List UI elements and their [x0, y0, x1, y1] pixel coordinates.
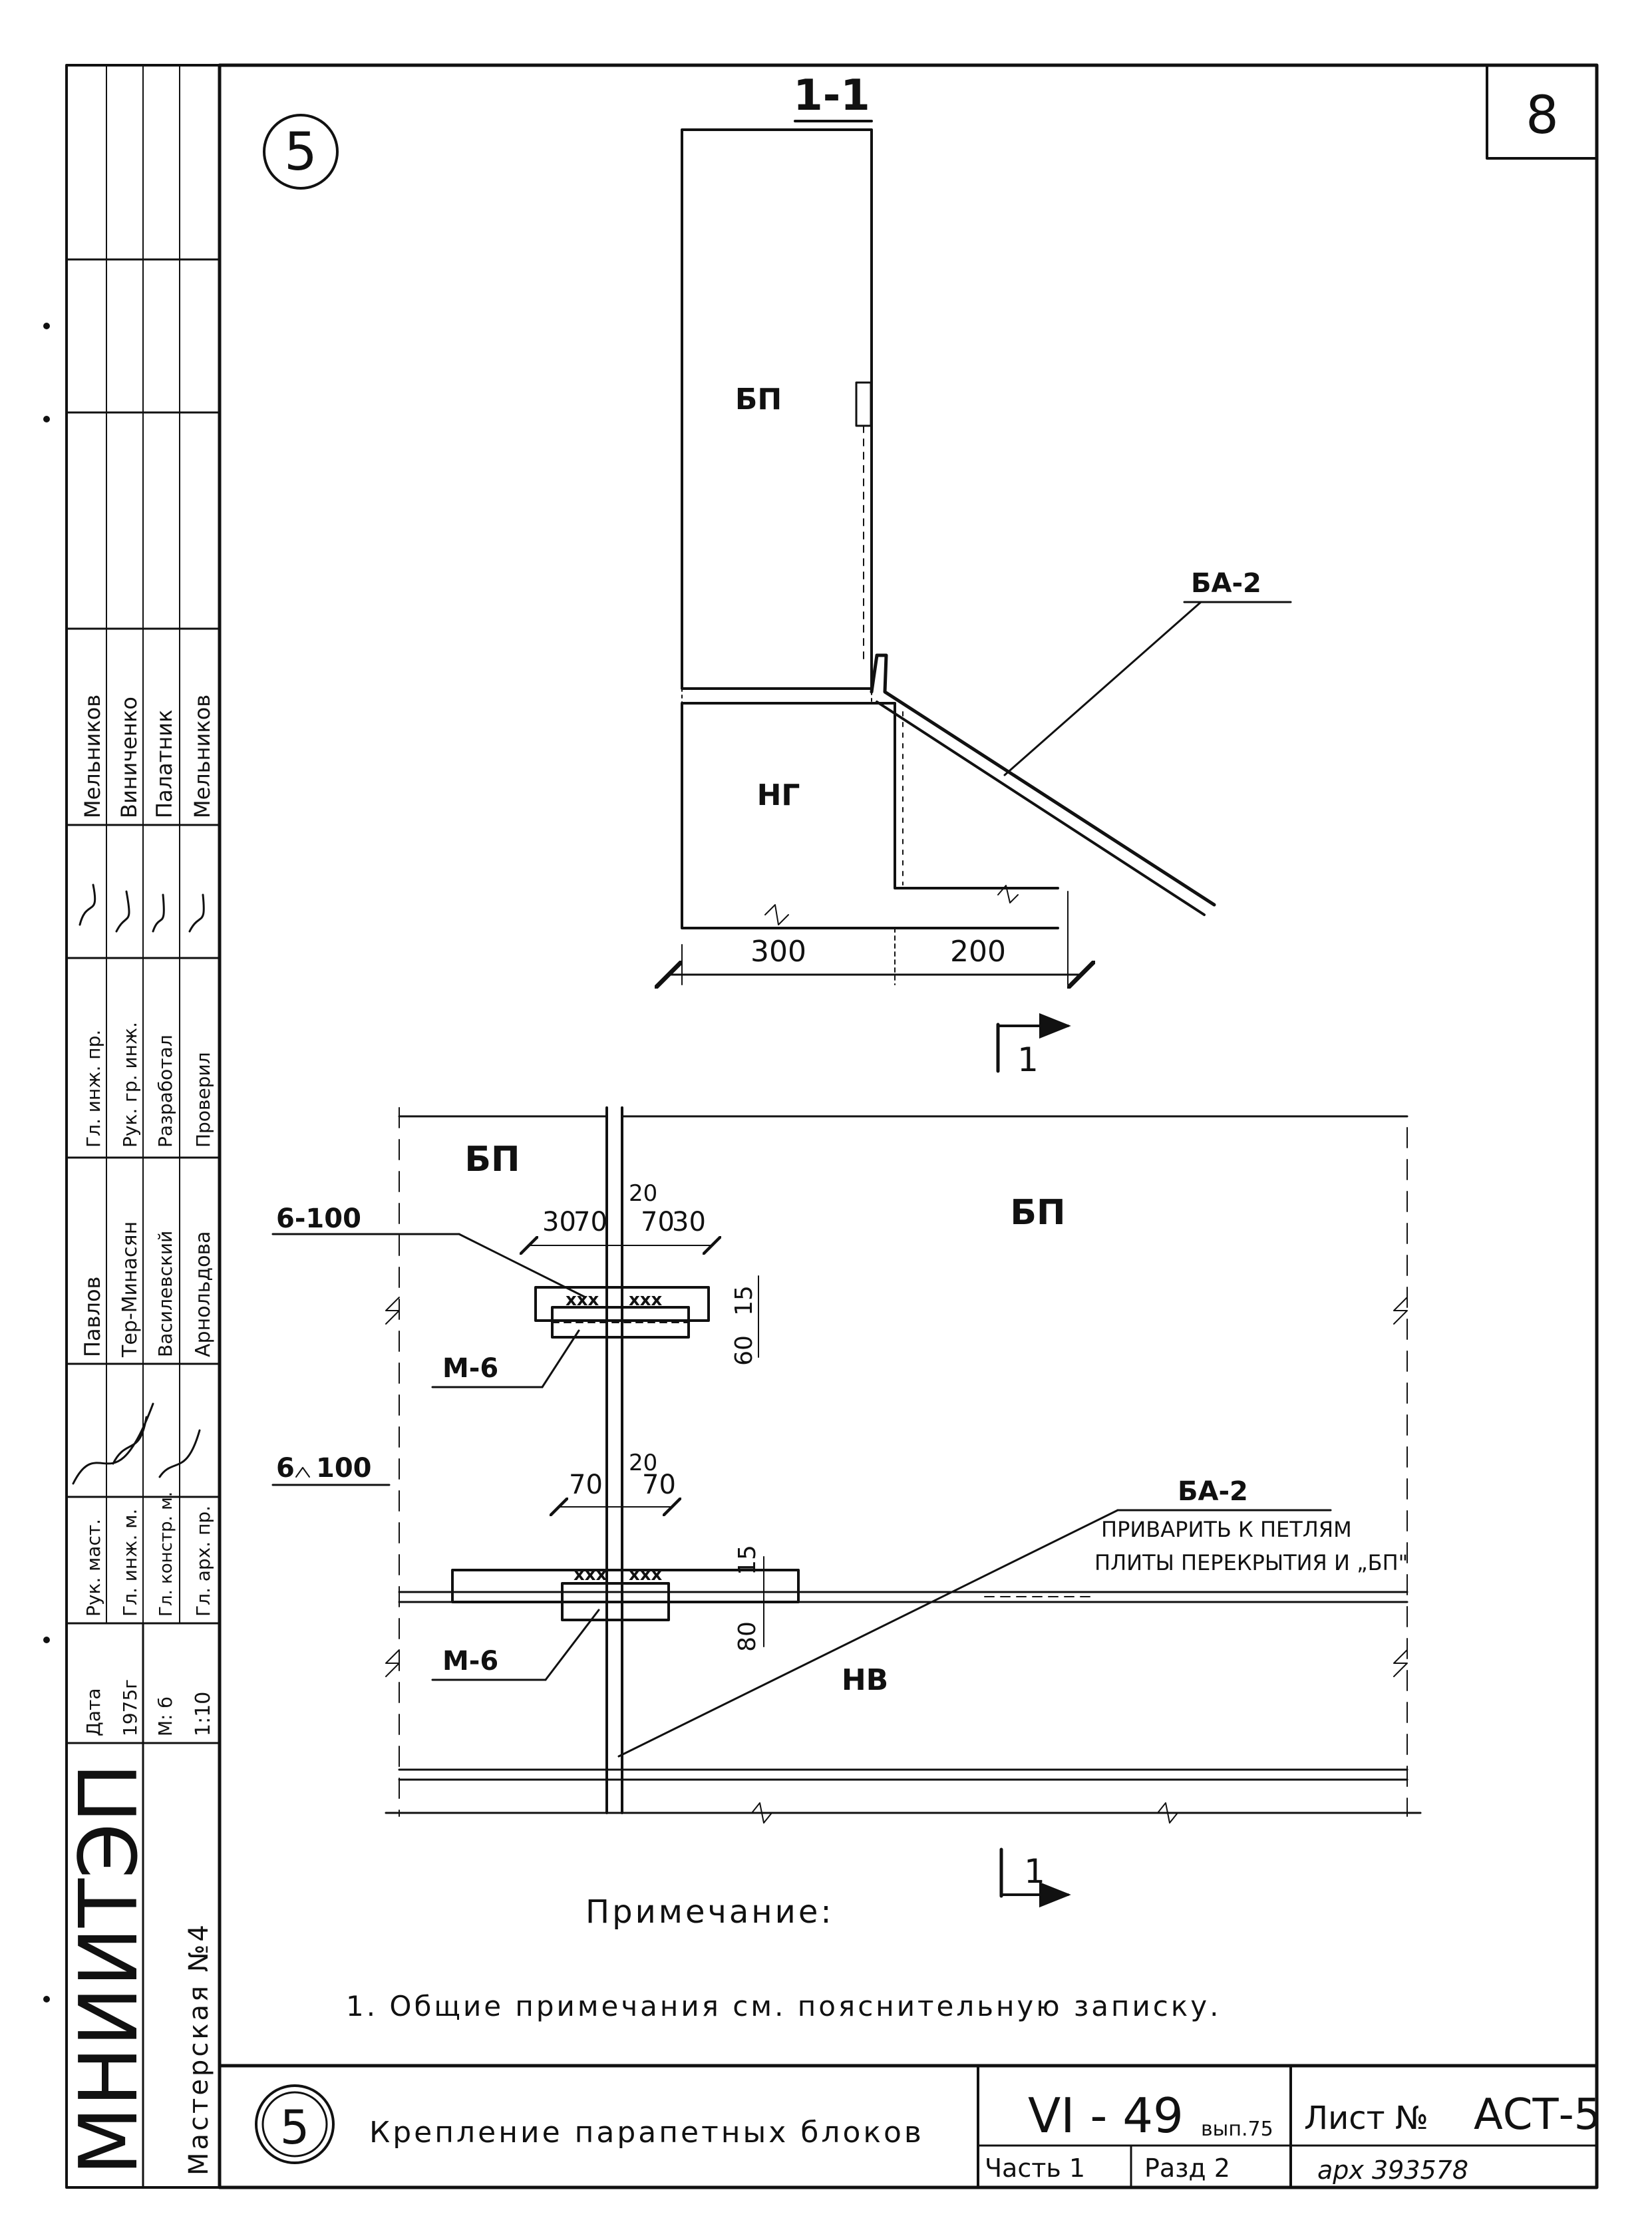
org-name: МНИИТЭП: [63, 1763, 156, 2175]
drawing-label: Дата: [83, 1688, 104, 1736]
drawing-label: 70: [569, 1470, 603, 1500]
drawing-label: Тер-Минасян: [118, 1221, 142, 1358]
drawing-label: Василевский: [154, 1231, 176, 1357]
drawing-label: Гл. инж. м.: [119, 1509, 141, 1617]
note-title: Примечание:: [585, 1893, 834, 1931]
drawing-label: Рук. гр. инж.: [119, 1022, 141, 1148]
dim-300: 300: [750, 935, 806, 969]
archive-number: арх 393578: [1317, 2156, 1468, 2185]
drawing-label: Гл. констр. м.: [156, 1492, 176, 1617]
section-number: Разд 2: [1144, 2154, 1230, 2183]
mortar-bed: [681, 688, 872, 704]
m6-label-lower: М-6: [442, 1646, 498, 1677]
section-cut-marker-top: 1: [996, 1013, 1071, 1079]
drawing-title: Крепление парапетных блоков: [369, 2116, 924, 2150]
sheet-label: Лист №: [1304, 2100, 1428, 2137]
drawing-label: 70: [642, 1470, 676, 1500]
detail-number: 5: [284, 122, 317, 182]
plate-upper: [534, 1286, 710, 1322]
drawing-label: 1:10: [192, 1692, 215, 1736]
section-title: 1-1: [793, 71, 870, 120]
bp-label-right: БП: [1010, 1193, 1065, 1233]
weld-instruction-line2: ПЛИТЫ ПЕРЕКРЫТИЯ И „БП": [1094, 1550, 1408, 1575]
bp-label-section: БП: [735, 383, 782, 416]
drawing-label: Павлов: [80, 1277, 105, 1357]
drawing-label: 1975г: [119, 1679, 141, 1736]
drawing-label: 20: [629, 1450, 657, 1476]
ng-label: НГ: [757, 778, 800, 812]
plate-lower: [451, 1569, 800, 1603]
drawing-label: 70: [574, 1207, 607, 1237]
drawing-label: Разработал: [154, 1035, 176, 1148]
drawing-label: 15: [731, 1285, 758, 1316]
ba2-label-section: БА-2: [1191, 568, 1261, 599]
drawing-label: Виниченко: [116, 697, 142, 818]
drawing-label: Мельников: [190, 695, 215, 818]
drawing-label: Мельников: [80, 695, 105, 818]
drawing-label: 100: [316, 1453, 372, 1484]
workshop-name: Мастерская №4: [184, 1922, 214, 2175]
side-stamp: Мельников Виниченко Палатник Мельников Г…: [63, 64, 221, 2189]
ba2-label-plan: БА-2: [1178, 1476, 1248, 1507]
weld-instruction-line1: ПРИВАРИТЬ К ПЕТЛЯМ: [1101, 1517, 1352, 1542]
drawing-label: 30: [542, 1207, 576, 1237]
drawing-label: Палатник: [152, 710, 177, 818]
drawing-label: xxx: [629, 1565, 663, 1585]
drawing-label: М: б: [154, 1696, 176, 1736]
section-marker-bottom-num: 1: [1024, 1852, 1045, 1891]
plan-view: БП БП 6-100 30 70 20 70 30 xxx xxx 15 60…: [271, 1106, 1422, 1824]
drawing-label: 30: [672, 1207, 706, 1237]
drawing-label: 80: [734, 1621, 761, 1652]
m6-lower: [561, 1582, 670, 1621]
drawing-label: Рук. маст.: [83, 1519, 104, 1617]
sheet-code: АСТ-5: [1474, 2090, 1601, 2140]
series-issue: вып.75: [1201, 2118, 1273, 2141]
part-number: Часть 1: [985, 2154, 1085, 2183]
m6-upper: [551, 1306, 690, 1339]
m6-label-upper: М-6: [442, 1353, 498, 1384]
weld-note-2: 6: [276, 1453, 295, 1484]
sheet-frame: [218, 63, 1599, 2189]
weld-note-1: 6-100: [276, 1203, 361, 1234]
detail-marker: 5: [263, 114, 339, 190]
drawing-label: Гл. инж. пр.: [83, 1030, 104, 1148]
section-marker-top-num: 1: [1017, 1040, 1039, 1079]
drawing-label: Гл. арх. пр.: [192, 1506, 214, 1617]
embedded-plate: [855, 381, 872, 427]
title-circle-number: 5: [280, 2100, 310, 2155]
bp-label-left: БП: [464, 1140, 520, 1180]
sheet-number: 8: [1526, 86, 1559, 146]
drawing-label: 60: [731, 1335, 758, 1366]
series-code: VI - 49: [1028, 2088, 1184, 2144]
drawing-label: Арнольдова: [192, 1231, 215, 1357]
drawing-label: 15: [734, 1545, 761, 1575]
drawing-label: xxx: [629, 1290, 663, 1310]
drawing-label: 20: [629, 1180, 657, 1207]
sheet-number-box: 8: [1486, 64, 1598, 160]
title-block: 5 Крепление парапетных блоков VI - 49 вы…: [218, 2064, 1601, 2189]
dim-200: 200: [950, 935, 1006, 969]
drawing-label: xxx: [566, 1290, 599, 1310]
signature-scribbles: [72, 883, 205, 1485]
anchor-ba2-section: [870, 653, 1216, 907]
drawing-label: 70: [641, 1207, 675, 1237]
section-1-1: 1-1 БП НГ БА-2 300 200: [669, 71, 1292, 985]
note-1: 1. Общие примечания см. пояснительную за…: [346, 1990, 1221, 2022]
drawing-label: xxx: [574, 1565, 607, 1585]
section-cut-marker-bottom: 1: [999, 1847, 1071, 1908]
block-ng: [681, 702, 1059, 929]
drawing-label: Проверил: [192, 1052, 214, 1148]
nv-label: НВ: [842, 1663, 888, 1697]
